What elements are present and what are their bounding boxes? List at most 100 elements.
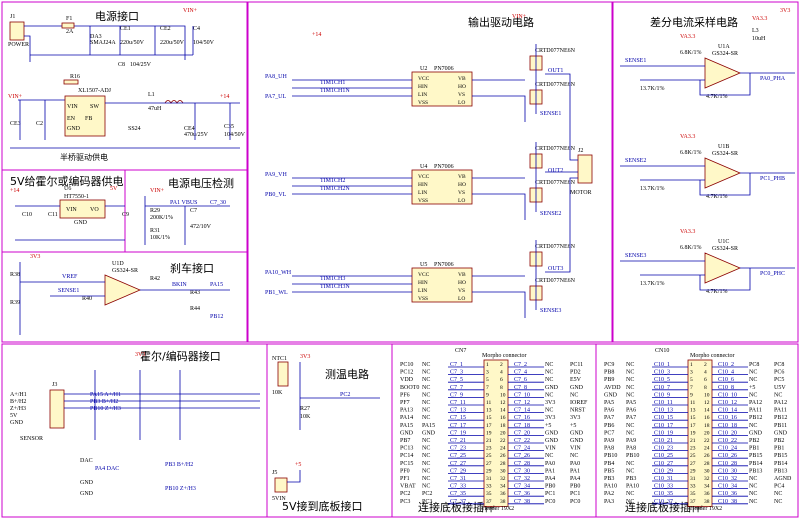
amp-u-a: U1A [718, 44, 730, 50]
svg-text:AVDD: AVDD [604, 385, 621, 391]
svg-text:NC: NC [749, 392, 757, 398]
svg-text:PA13: PA13 [400, 408, 413, 414]
svg-text:NC: NC [545, 362, 553, 368]
svg-text:PA0: PA0 [570, 461, 580, 467]
svg-text:PB14: PB14 [774, 461, 787, 467]
svg-text:PA4: PA4 [545, 476, 555, 482]
halfbridge-title: 半桥驱动供电 [60, 152, 108, 162]
svg-text:GND: GND [67, 126, 81, 132]
svg-text:VIN: VIN [545, 446, 556, 452]
amp-r1-b: 6.8K/1% [680, 150, 702, 156]
svg-text:14: 14 [500, 408, 506, 414]
svg-text:8: 8 [500, 385, 503, 391]
svg-text:C10_5: C10_5 [654, 377, 670, 383]
svg-text:PC14: PC14 [400, 453, 413, 459]
svg-text:C7_25: C7_25 [450, 453, 466, 459]
c8-label: C8 [118, 62, 125, 68]
svg-text:9: 9 [690, 392, 693, 398]
svg-text:C7_35: C7_35 [450, 491, 466, 497]
svg-text:PA8: PA8 [604, 446, 614, 452]
svg-text:LIN: LIN [418, 190, 427, 196]
svg-text:34: 34 [704, 484, 710, 490]
svg-text:1: 1 [690, 362, 693, 368]
svg-text:C7_33: C7_33 [450, 484, 466, 490]
amp-sense-a: SENSE1 [625, 58, 646, 64]
vin-label-buck: VIN+ [8, 94, 23, 100]
svg-text:6: 6 [704, 377, 707, 383]
svg-text:NC: NC [626, 385, 634, 391]
ce4-label: CE4 [184, 126, 195, 132]
svg-text:PB4: PB4 [604, 461, 614, 467]
svg-text:16: 16 [500, 415, 506, 421]
svg-text:PA10: PA10 [626, 484, 639, 490]
svg-text:C10_34: C10_34 [718, 484, 737, 490]
r27-label: R27 [300, 406, 310, 412]
svg-text:NC: NC [626, 430, 634, 436]
c35-label: C35 [224, 124, 234, 130]
svg-text:10: 10 [500, 392, 506, 398]
svg-text:AGND: AGND [774, 476, 792, 482]
svg-text:NC: NC [422, 377, 430, 383]
svg-text:PB3: PB3 [604, 476, 614, 482]
svg-text:PB13: PB13 [774, 468, 787, 474]
svg-text:C10_27: C10_27 [654, 461, 673, 467]
r38-label: R38 [10, 272, 20, 278]
svg-text:PC3: PC3 [400, 499, 410, 505]
svg-text:+5: +5 [545, 423, 551, 429]
q-hi-w: CRTD077NE6N [535, 244, 576, 250]
svg-text:PC12: PC12 [400, 370, 413, 376]
svg-text:PC2: PC2 [422, 491, 432, 497]
svg-text:PC7: PC7 [604, 430, 614, 436]
svg-text:PB12: PB12 [774, 415, 787, 421]
svg-text:SW: SW [90, 104, 99, 110]
v5-ldo: 5V [110, 186, 118, 192]
svg-text:NC: NC [545, 408, 553, 414]
svg-text:PC8: PC8 [774, 362, 784, 368]
svg-text:VCC: VCC [418, 174, 430, 180]
svg-text:C7_9: C7_9 [450, 392, 463, 398]
amp-va-b: VA3.3 [680, 134, 695, 140]
svg-text:PB2: PB2 [749, 438, 759, 444]
brake-block: 3V3 R38 R39 VREF SENSE1 R40 U1D GS324-SR… [10, 254, 230, 335]
tim-hi-w: TIM1CH3 [320, 276, 345, 282]
svg-text:15: 15 [690, 415, 696, 421]
svg-text:30: 30 [500, 468, 506, 474]
svg-text:33: 33 [486, 484, 492, 490]
svg-text:NC: NC [422, 392, 430, 398]
va33-top: VA3.3 [752, 16, 767, 22]
v33-brk: 3V3 [30, 254, 40, 260]
c35-val: 104/50V [224, 132, 246, 138]
svg-text:19: 19 [486, 430, 492, 436]
svg-text:VSS: VSS [418, 296, 428, 302]
svg-text:VO: VO [90, 207, 99, 213]
hall-connector-block: 3V3 J3 SENSOR A+/H1 B+/H2 Z+/H3 5V GND P… [10, 352, 260, 497]
pb10-label: PB10 Z+/H3 [90, 406, 121, 412]
v33-hall: 3V3 [135, 352, 145, 358]
svg-text:20: 20 [500, 430, 506, 436]
svg-text:NC: NC [626, 377, 634, 383]
svg-text:LO: LO [458, 198, 465, 204]
svg-text:PB5: PB5 [604, 468, 614, 474]
svg-text:PC3: PC3 [422, 499, 432, 505]
amp-sense-c: SENSE3 [625, 253, 646, 259]
svg-text:C10_14: C10_14 [718, 408, 737, 414]
svg-text:14: 14 [704, 408, 710, 414]
svg-text:NC: NC [422, 453, 430, 459]
svg-text:PC0: PC0 [545, 499, 555, 505]
out2-label: OUT2 [548, 168, 563, 174]
p14-label: +14 [220, 94, 229, 100]
f1-label: F1 [66, 16, 72, 22]
svg-text:PB10: PB10 [604, 453, 617, 459]
svg-text:C7_23: C7_23 [450, 446, 466, 452]
svg-text:NC: NC [422, 438, 430, 444]
svg-text:C7_30: C7_30 [210, 200, 226, 206]
svg-text:6: 6 [500, 377, 503, 383]
